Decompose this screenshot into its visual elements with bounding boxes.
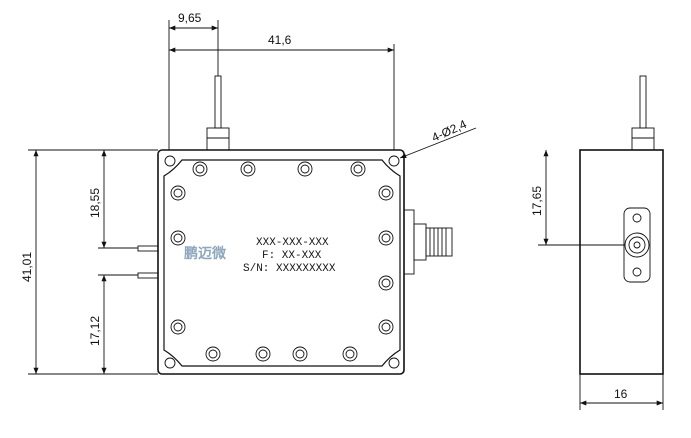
top-pin — [206, 75, 230, 151]
lid-screw — [173, 188, 183, 198]
lid-screw — [173, 233, 183, 243]
lid-screw — [192, 161, 208, 177]
lid-screw — [378, 275, 394, 291]
dim-pin-lower: 17,12 — [88, 316, 102, 346]
lid-screw — [170, 319, 186, 335]
dim-hole: 4-Ø2,4 — [430, 117, 470, 145]
dim-top-offset: 9,65 — [178, 11, 202, 25]
dim-pin-upper: 18,55 — [88, 188, 102, 218]
front-view: 鹏迈微 XXX-XXX-XXX F: XX-XXX S/N: XXXXXXXXX… — [20, 11, 477, 375]
module-body — [157, 149, 405, 375]
lid-screw — [378, 185, 394, 201]
lid-screw — [381, 233, 391, 243]
dim-width: 41,6 — [268, 33, 292, 47]
lid-screw — [243, 164, 253, 174]
lid-screw — [381, 188, 391, 198]
lid-screw — [295, 349, 305, 359]
lid-screw — [297, 161, 313, 177]
lid-screw — [258, 349, 268, 359]
lid-outline — [163, 159, 401, 367]
dim-depth: 16 — [614, 387, 628, 401]
freq-text: F: XX-XXX — [262, 250, 322, 262]
lid-screw — [342, 346, 358, 362]
serial-text: S/N: XXXXXXXXX — [243, 263, 336, 275]
dim-height: 41,01 — [20, 252, 34, 282]
side-view: 17,65 16 — [530, 75, 664, 410]
lid-screw — [170, 230, 186, 246]
lid-screw — [205, 346, 221, 362]
lid-screw — [381, 322, 391, 332]
lid-screw — [240, 161, 256, 177]
lid-screw — [381, 278, 391, 288]
side-body — [579, 149, 664, 375]
lid-screw — [300, 164, 310, 174]
lid-screw — [350, 161, 366, 177]
hole-leader — [399, 127, 477, 159]
side-connector — [623, 207, 651, 283]
lid-screws — [170, 161, 394, 362]
dim-side-height: 17,65 — [530, 186, 544, 216]
lid-screw — [345, 349, 355, 359]
left-pins — [137, 245, 159, 279]
lid-screw — [378, 230, 394, 246]
lid-screw — [170, 185, 186, 201]
corner-holes — [164, 155, 400, 369]
lid-screw — [173, 322, 183, 332]
logo-text: 鹏迈微 — [184, 245, 227, 262]
lid-screw — [208, 349, 218, 359]
model-text: XXX-XXX-XXX — [256, 237, 329, 249]
lid-screw — [378, 319, 394, 335]
lid-screw — [255, 346, 271, 362]
lid-screw — [292, 346, 308, 362]
lid-screw — [353, 164, 363, 174]
sma-connector — [403, 209, 453, 275]
lid-screw — [195, 164, 205, 174]
